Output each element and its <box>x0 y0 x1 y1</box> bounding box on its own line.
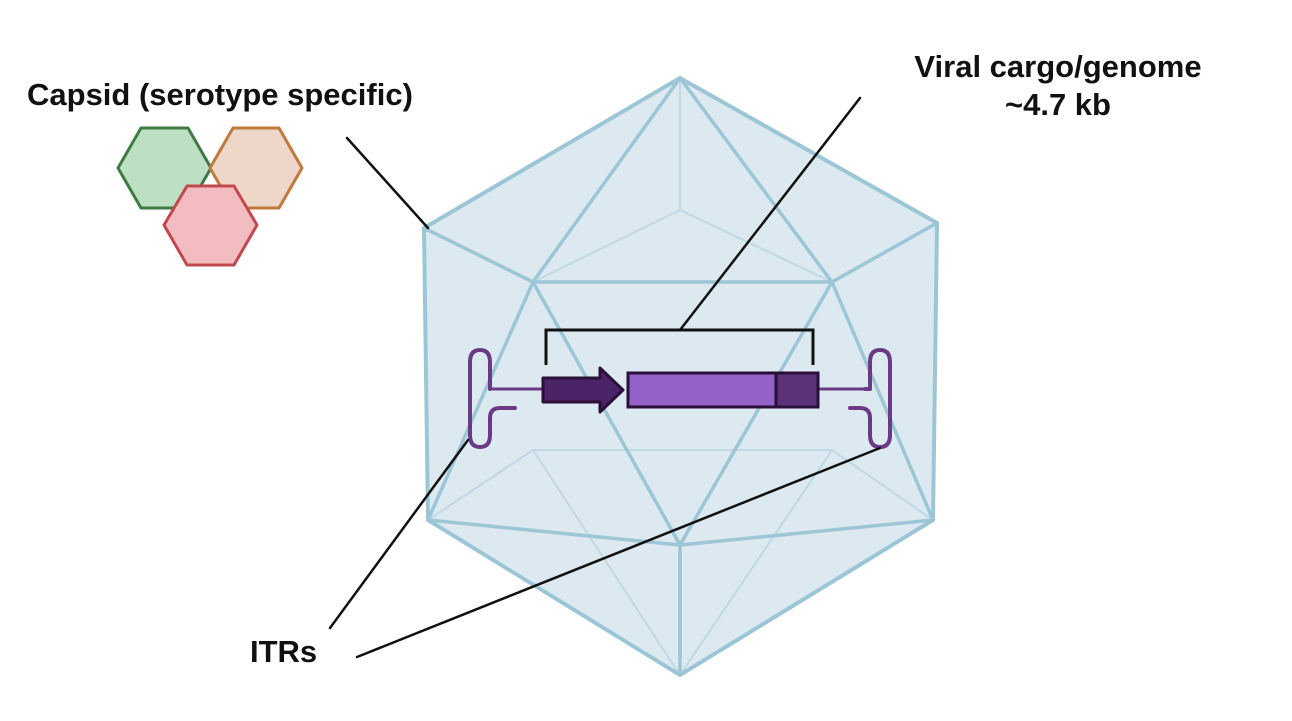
cargo-label-line1: Viral cargo/genome <box>914 49 1202 84</box>
promoter-arrow <box>541 366 625 414</box>
capsid-facets <box>422 76 939 677</box>
capsid-leader-line <box>345 136 430 230</box>
cargo-label-line2: ~4.7 kb <box>1005 87 1111 122</box>
transgene-box <box>626 371 778 409</box>
leader-lines <box>328 96 882 659</box>
itr-left-hairpin <box>468 348 517 449</box>
cargo-leader-line <box>678 96 862 332</box>
itrs-label: ITRs <box>250 634 318 669</box>
capsid-hexagon-red <box>162 184 259 267</box>
itr-right-leader-line <box>355 446 882 659</box>
itr-right-hairpin <box>848 348 892 449</box>
genome-cargo <box>468 328 892 449</box>
capsid-label: Capsid (serotype specific) <box>27 77 413 112</box>
cargo-label: Viral cargo/genome ~4.7 kb <box>868 48 1248 124</box>
polya-box <box>774 371 820 409</box>
itr-left-leader-line <box>328 438 470 630</box>
capsid-protein-hexagons <box>116 126 304 267</box>
